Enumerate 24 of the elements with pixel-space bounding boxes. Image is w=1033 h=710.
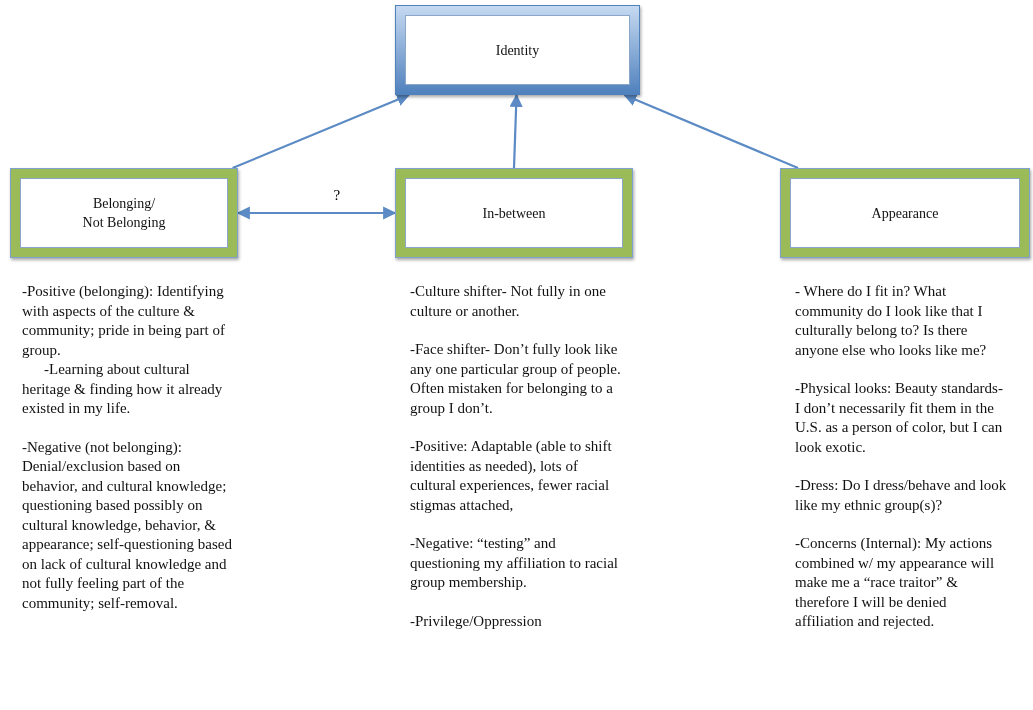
- note-text: -Concerns (Internal): My actions combined w/ my appearance will make me a “race traitor” & therefore I will be denied affiliation and rejected.: [795, 534, 996, 631]
- node-label: Belonging/ Not Belonging: [82, 195, 166, 232]
- concept-box: [395, 168, 633, 258]
- note-text: - Where do I fit in? What community do I look like that I culturally belong to? Is there anyone else who looks like me?: [795, 282, 988, 360]
- node-label: Appearance: [870, 204, 940, 223]
- note-text: -Face shifter- Don’t fully look like any one particular group of people. Often mistaken for belonging to a group I don’t.: [410, 340, 622, 418]
- node-label: In-between: [481, 204, 547, 223]
- note-text: -Negative: “testing” and questioning my affiliation to racial group membership.: [410, 534, 619, 592]
- note-text: -Culture shifter- Not fully in one culture or another.: [410, 282, 607, 321]
- node-label: Identity: [494, 41, 541, 60]
- concept-box: [395, 5, 640, 95]
- arrow: [232, 93, 411, 169]
- note-text: -Negative (not belonging): Denial/exclusion based on behavior, and cultural knowledge; questioning based possibly on cultural knowledge, behavior, & appearance; self-questioning based on lack of cultural knowledge and not fully feeling part of the community; self-removal.: [22, 437, 233, 613]
- arrow: [509, 93, 523, 169]
- note-text: -Physical looks: Beauty standards- I don’t necessarily fit them in the U.S. as a person of color, but I can look exotic.: [795, 379, 1004, 457]
- arrow: [236, 206, 397, 220]
- note-text: -Positive (belonging): Identifying with aspects of the culture & community; pride in being part of group.: [22, 282, 226, 360]
- note-text: -Privilege/Oppression: [410, 611, 543, 631]
- note-text: -Positive: Adaptable (able to shift identities as needed), lots of cultural experiences, fewer racial stigmas attached,: [410, 437, 613, 515]
- concept-box: [780, 168, 1030, 258]
- concept-box: [10, 168, 238, 258]
- note-text: -Dress: Do I dress/behave and look like my ethnic group(s)?: [795, 476, 1007, 515]
- arrow: [623, 93, 799, 169]
- note-text: -Learning about cultural heritage & finding how it already existed in my life.: [22, 360, 224, 418]
